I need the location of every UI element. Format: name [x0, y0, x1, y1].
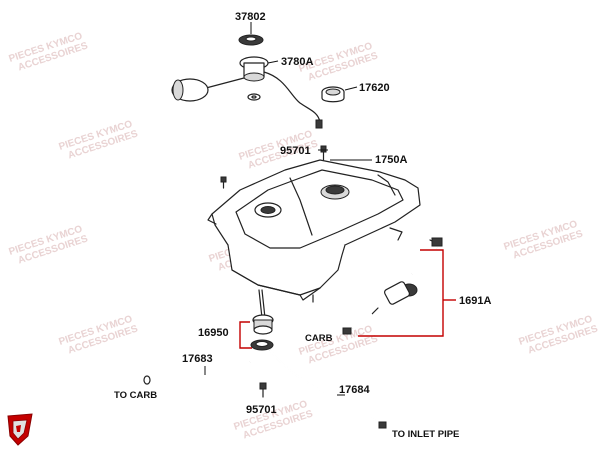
label-17620: 17620 [359, 82, 390, 94]
brand-logo [7, 413, 33, 446]
label-carb: CARB [305, 333, 333, 344]
gasket-37802[interactable] [238, 34, 264, 46]
label-1750A: 1750A [375, 154, 407, 166]
fuel-tank-1750A[interactable] [207, 159, 421, 303]
bracket-16950 [239, 321, 252, 349]
tube-17684[interactable] [269, 349, 387, 429]
bolt-small-left [220, 176, 227, 189]
leader-line [344, 86, 358, 91]
fuel-level-sensor-3780A[interactable] [171, 56, 323, 129]
label-37802: 37802 [235, 11, 266, 23]
watermark: PIECES KYMCO ACCESSOIRES [58, 314, 140, 357]
watermark: PIECES KYMCO ACCESSOIRES [518, 314, 600, 357]
label-17684: 17684 [339, 384, 370, 396]
fuel-cock-16950[interactable] [250, 289, 274, 351]
watermark: PIECES KYMCO ACCESSOIRES [503, 219, 585, 262]
label-95701-bottom: 95701 [246, 404, 277, 416]
fuel-hose-1691A[interactable] [342, 237, 443, 335]
label-17683: 17683 [182, 353, 213, 365]
label-to-inlet-pipe: TO INLET PIPE [392, 429, 459, 440]
watermark: PIECES KYMCO ACCESSOIRES [298, 324, 380, 367]
label-3780A: 3780A [281, 56, 313, 68]
watermark: PIECES KYMCO ACCESSOIRES [58, 119, 140, 162]
tube-17683[interactable] [143, 360, 251, 385]
watermark: PIECES KYMCO ACCESSOIRES [8, 224, 90, 267]
label-95701-top: 95701 [280, 145, 311, 157]
bolt-95701-top[interactable] [320, 145, 327, 161]
fuel-cap-17620[interactable] [321, 86, 345, 103]
label-to-carb: TO CARB [114, 390, 157, 401]
label-1691A: 1691A [459, 295, 491, 307]
label-16950: 16950 [198, 327, 229, 339]
bolt-95701-bottom[interactable] [259, 382, 267, 398]
watermark: PIECES KYMCO ACCESSOIRES [8, 31, 90, 74]
leader-line [267, 60, 279, 64]
bracket-1691A [358, 249, 444, 337]
